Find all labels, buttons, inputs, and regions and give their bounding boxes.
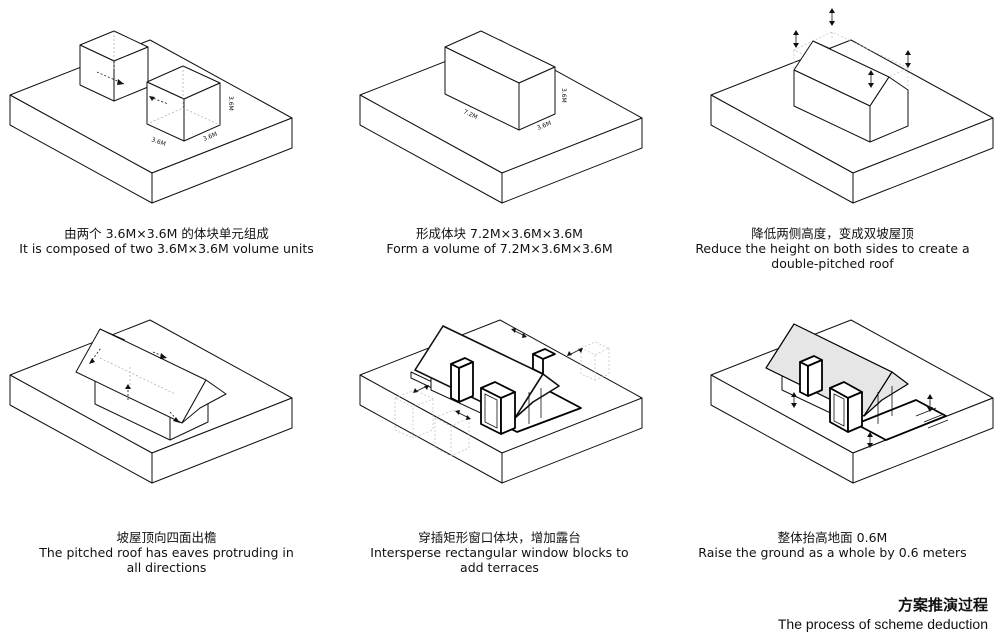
caption-en: Reduce the height on both sides to creat… [695,241,970,271]
figure-title: 方案推演过程 The process of scheme deduction [778,595,988,633]
caption-zh: 由两个 3.6M×3.6M 的体块单元组成 [64,226,269,241]
caption-en: Raise the ground as a whole by 0.6 meter… [698,545,967,560]
caption: 形成体块 7.2M×3.6M×3.6M Form a volume of 7.2… [333,226,666,256]
panel-two-units: 3.6M 3.6M 3.6M 由两个 3.6M×3.6M 的体块单元组成 It … [0,0,333,300]
panel-raise-ground: 整体抬高地面 0.6M Raise the ground as a whole … [666,300,999,600]
panel-pitched-roof: 降低两侧高度，变成双坡屋顶 Reduce the height on both … [666,0,999,300]
caption-zh: 形成体块 7.2M×3.6M×3.6M [416,226,583,241]
diagram-pitched-roof [710,8,994,204]
caption-zh: 穿插矩形窗口体块，增加露台 [418,530,581,545]
figure-title-zh: 方案推演过程 [897,596,988,614]
caption: 穿插矩形窗口体块，增加露台 Intersperse rectangular wi… [333,530,666,575]
caption: 降低两侧高度，变成双坡屋顶 Reduce the height on both … [666,226,999,271]
panel-eaves: 坡屋顶向四面出檐 The pitched roof has eaves prot… [0,300,333,600]
caption-zh: 降低两侧高度，变成双坡屋顶 [751,226,914,241]
caption-en: Form a volume of 7.2M×3.6M×3.6M [386,241,613,256]
dim-height: 3.6M [227,96,234,111]
caption: 整体抬高地面 0.6M Raise the ground as a whole … [666,530,999,560]
diagram-raise-ground [710,319,994,484]
dim-width: 3.6M [150,136,166,148]
caption-en: It is composed of two 3.6M×3.6M volume u… [19,241,314,256]
diagram-two-units: 3.6M 3.6M 3.6M [9,30,293,204]
caption: 由两个 3.6M×3.6M 的体块单元组成 It is composed of … [0,226,333,256]
panel-window-blocks: 穿插矩形窗口体块，增加露台 Intersperse rectangular wi… [333,300,666,600]
dim-height: 3.6M [560,88,567,103]
diagram-single-volume: 7.2M 3.6M 3.6M [359,30,643,204]
caption: 坡屋顶向四面出檐 The pitched roof has eaves prot… [0,530,333,575]
caption-en: The pitched roof has eaves protruding in… [39,545,294,575]
diagram-eaves [9,319,293,484]
caption-zh: 坡屋顶向四面出檐 [116,530,217,545]
caption-zh: 整体抬高地面 0.6M [777,530,888,545]
figure-title-en: The process of scheme deduction [777,616,988,632]
panel-single-volume: 7.2M 3.6M 3.6M 形成体块 7.2M×3.6M×3.6M Form … [333,0,666,300]
caption-en: Intersperse rectangular window blocks to… [370,545,629,575]
diagram-window-blocks [359,319,643,484]
